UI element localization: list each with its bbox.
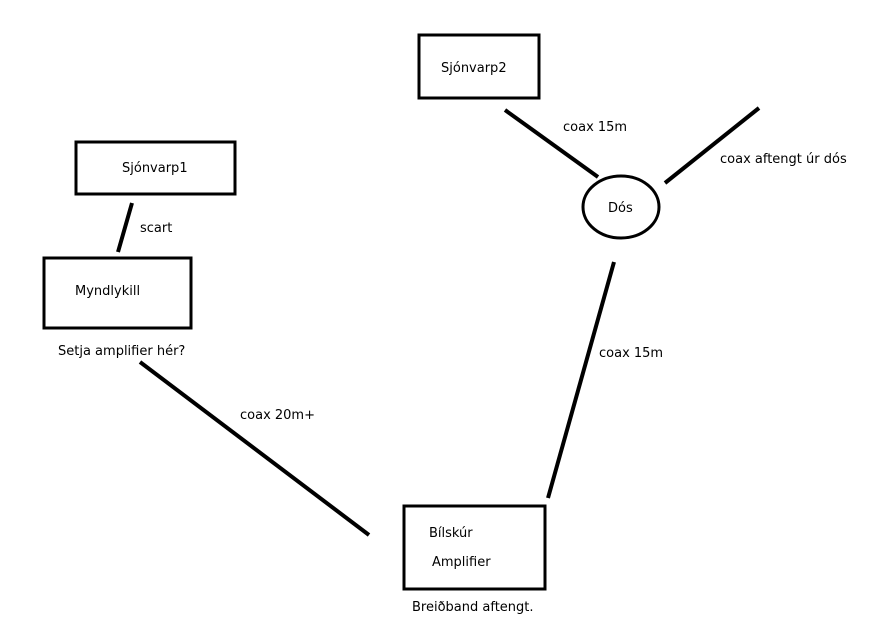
node-myndlykill-label: Myndlykill	[75, 284, 140, 299]
note-broadband-disconnected: Breiðband aftengt.	[412, 600, 534, 615]
node-amplifier-label: Amplifier	[432, 555, 491, 570]
edge-sjonvarp2-dos-label: coax 15m	[563, 120, 627, 135]
node-dos-label: Dós	[608, 201, 633, 216]
node-myndlykill-box	[42, 256, 193, 330]
node-bilskur-box	[402, 504, 547, 591]
node-sjonvarp2-label: Sjónvarp2	[441, 61, 507, 76]
node-sjonvarp1-box	[74, 140, 237, 196]
edge-myndlykill-bilskur-line	[138, 360, 371, 537]
edge-scart-line	[116, 202, 134, 253]
edge-dos-bilskur-line	[546, 261, 616, 499]
edge-dos-bilskur-label: coax 15m	[599, 346, 663, 361]
node-bilskur-label: Bílskúr	[429, 526, 473, 541]
node-sjonvarp1-label: Sjónvarp1	[122, 161, 188, 176]
node-sjonvarp2-box	[417, 33, 541, 100]
edge-disconnected-label: coax aftengt úr dós	[720, 152, 847, 167]
note-amplifier-question: Setja amplifier hér?	[58, 344, 185, 359]
edge-sjonvarp2-dos-line	[503, 108, 600, 179]
edge-disconnected-line	[663, 106, 761, 185]
edge-scart-label: scart	[140, 221, 172, 236]
node-dos-ellipse	[581, 174, 661, 240]
edge-myndlykill-bilskur-label: coax 20m+	[240, 408, 315, 423]
